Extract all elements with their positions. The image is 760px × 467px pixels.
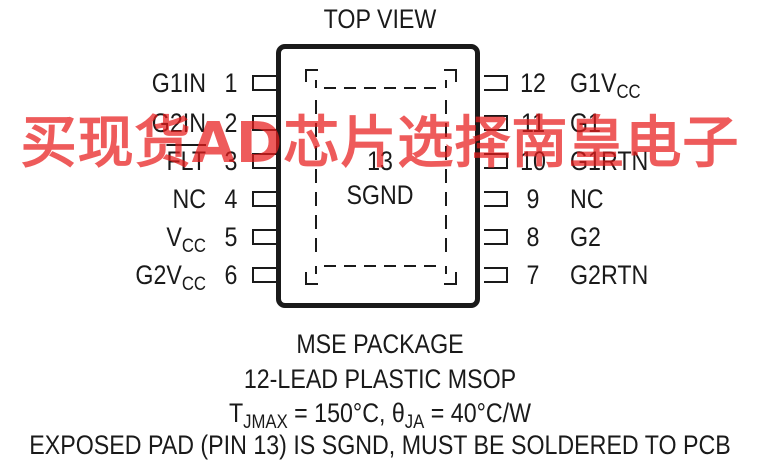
caption-note: EXPOSED PAD (PIN 13) IS SGND, MUST BE SO… bbox=[29, 430, 731, 460]
pin-lead-12 bbox=[484, 75, 508, 91]
diagram-title: TOP VIEW bbox=[323, 4, 437, 34]
pin-label-g1vcc: G1VCC bbox=[570, 68, 641, 104]
pin-number-7: 7 bbox=[526, 260, 540, 290]
exposed-pad-name: SGND bbox=[346, 180, 414, 210]
caption-thermal: TJMAX = 150°C, θJA = 40°C/W bbox=[228, 398, 532, 434]
pin-lead-3 bbox=[252, 153, 276, 169]
pin-label-vcc: VCC bbox=[166, 222, 206, 258]
pin-label-g1rtn: G1RTN bbox=[570, 146, 649, 176]
pin-lead-9 bbox=[484, 191, 508, 207]
pin-lead-2 bbox=[252, 115, 276, 131]
pin-number-6: 6 bbox=[224, 260, 238, 290]
pin-number-5: 5 bbox=[224, 222, 238, 252]
exposed-pad-outline bbox=[305, 69, 457, 285]
pin-label-g2rtn: G2RTN bbox=[570, 260, 649, 290]
pin-label-g2vcc: G2VCC bbox=[135, 260, 206, 296]
pin-label-nc-left: NC bbox=[172, 184, 206, 214]
pin-lead-4 bbox=[252, 191, 276, 207]
pin-number-9: 9 bbox=[526, 184, 540, 214]
pin-number-12: 12 bbox=[520, 68, 546, 98]
pin-number-1: 1 bbox=[224, 68, 238, 98]
pin-number-4: 4 bbox=[224, 184, 238, 214]
pin-lead-6 bbox=[252, 267, 276, 283]
pin-lead-1 bbox=[252, 75, 276, 91]
watermark-text: 买现货AD芯片选择南皇电子 bbox=[20, 111, 740, 176]
pin-label-g1: G1 bbox=[570, 108, 601, 138]
exposed-pad-number: 13 bbox=[367, 146, 393, 176]
pin-label-g2: G2 bbox=[570, 222, 601, 252]
pin-label-nc-right: NC bbox=[570, 184, 604, 214]
caption-lead: 12-LEAD PLASTIC MSOP bbox=[243, 364, 517, 394]
pin-number-10: 10 bbox=[520, 146, 546, 176]
caption-package: MSE PACKAGE bbox=[296, 329, 464, 359]
pin-lead-10 bbox=[484, 153, 508, 169]
pin-lead-5 bbox=[252, 229, 276, 245]
pin-lead-8 bbox=[484, 229, 508, 245]
pin-number-11: 11 bbox=[520, 108, 546, 138]
pin-label-g2in: G2IN bbox=[151, 108, 206, 138]
pin-number-2: 2 bbox=[224, 108, 238, 138]
pin-label-flt: FLT bbox=[166, 146, 206, 176]
pin-label-g1in: G1IN bbox=[151, 68, 206, 98]
pin-number-8: 8 bbox=[526, 222, 540, 252]
pin-lead-7 bbox=[484, 267, 508, 283]
pin-lead-11 bbox=[484, 115, 508, 131]
pin-number-3: 3 bbox=[224, 146, 238, 176]
